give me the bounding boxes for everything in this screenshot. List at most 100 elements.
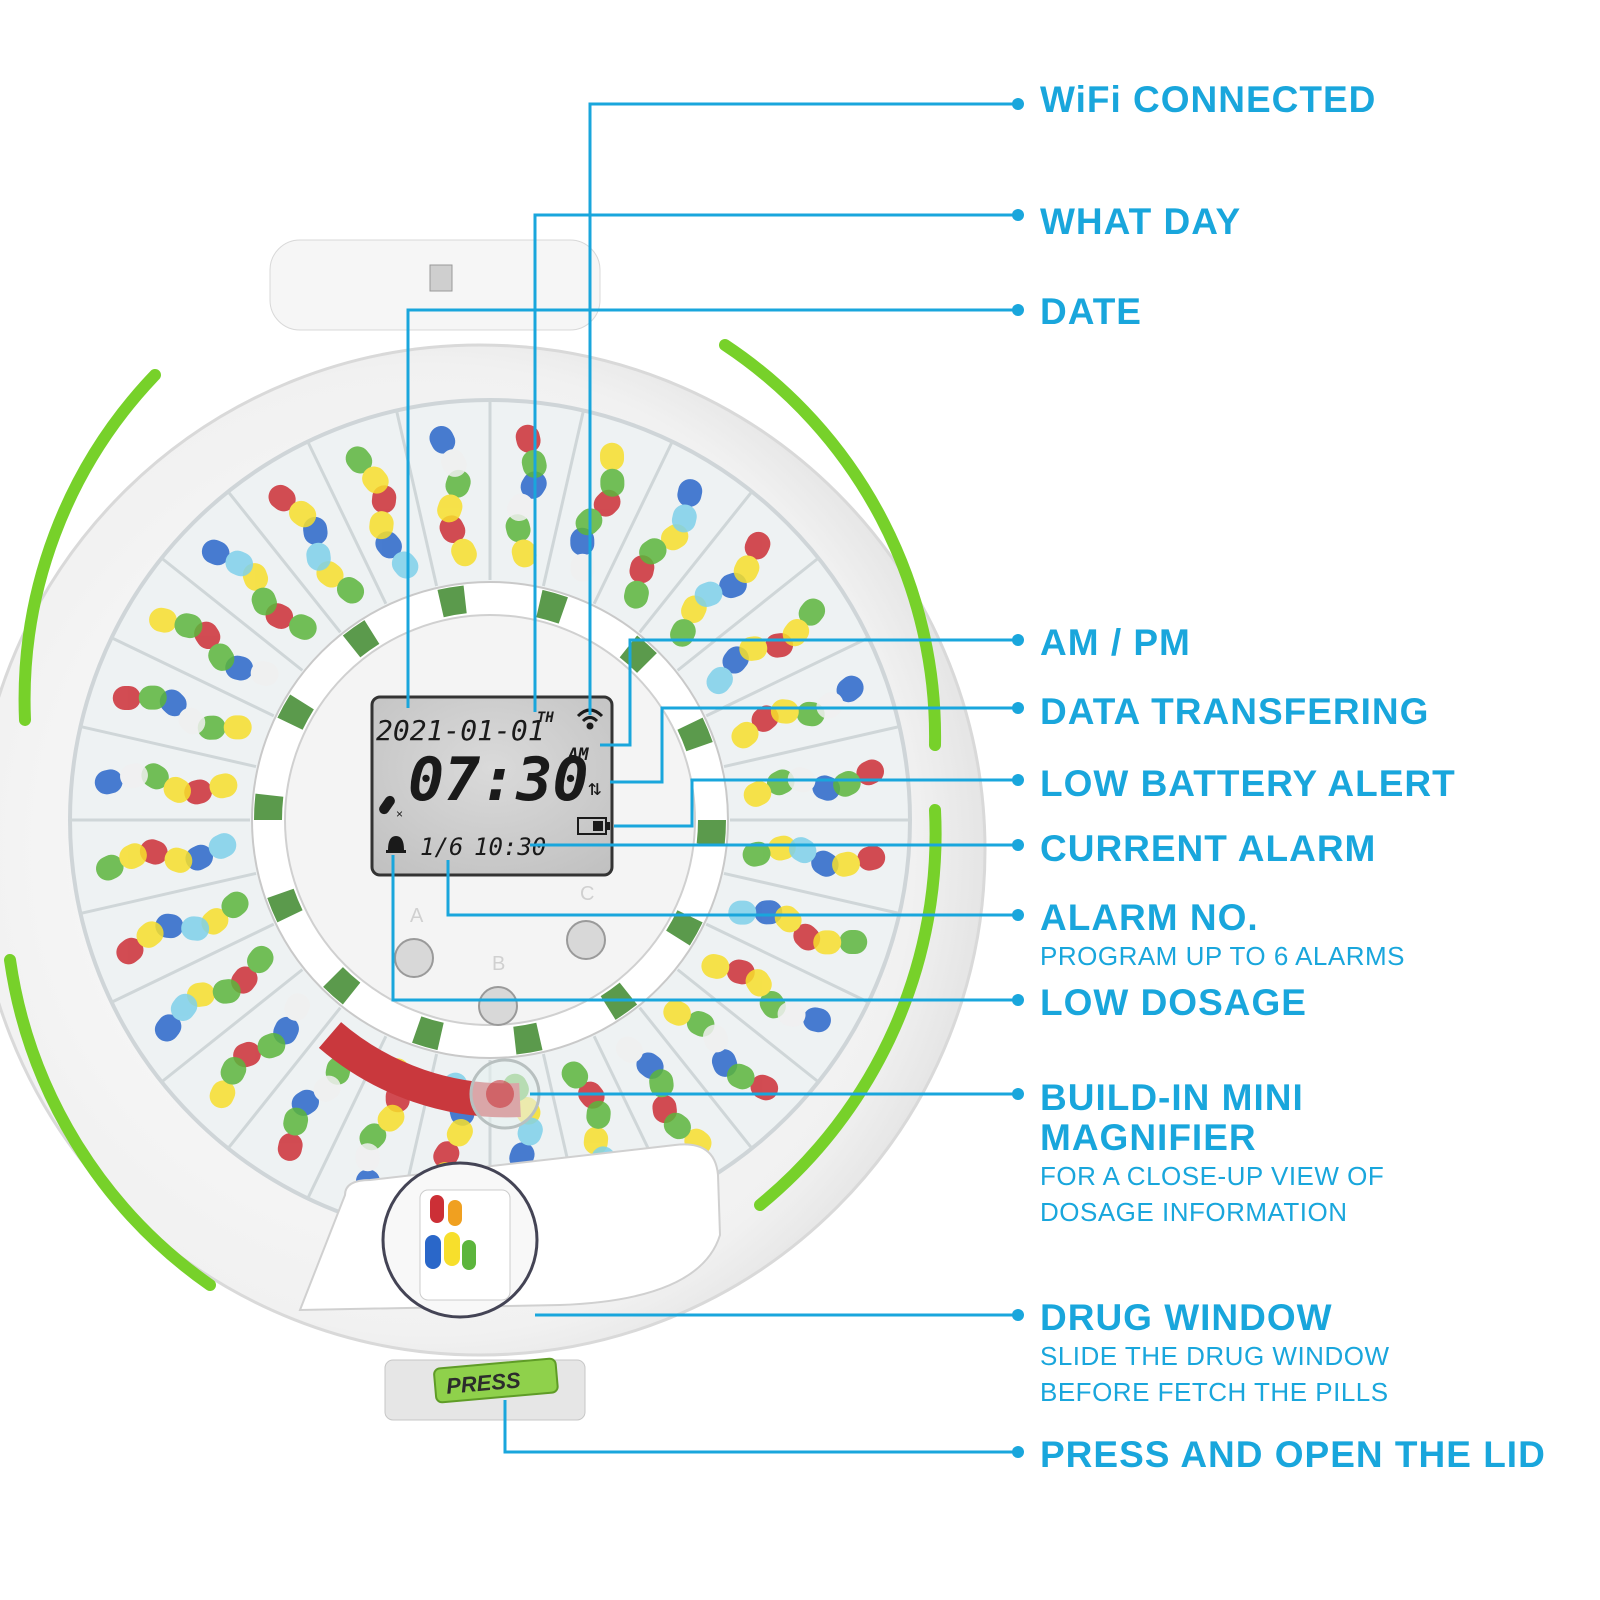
pill-half xyxy=(812,775,841,801)
callout-title: CURRENT ALARM xyxy=(1040,828,1377,869)
pill-half xyxy=(586,1100,611,1129)
pill xyxy=(277,1107,309,1161)
callout-wifi-connected: WiFi CONNECTED xyxy=(1040,80,1376,120)
pill xyxy=(184,773,238,805)
pill-half xyxy=(154,1014,182,1042)
pill xyxy=(448,1200,462,1226)
date-ring-segment xyxy=(277,694,314,730)
pill-half xyxy=(283,1107,309,1136)
button-c-label: C xyxy=(580,883,594,905)
pill xyxy=(430,1195,444,1223)
pill-half xyxy=(247,945,274,974)
compartment-divider xyxy=(80,871,257,915)
pill-half xyxy=(803,1007,831,1033)
pill-half xyxy=(284,993,310,1021)
data-transfer-icon: ⇅ xyxy=(588,776,601,801)
pill-half xyxy=(221,891,249,919)
pill-half xyxy=(639,538,667,565)
pill-half xyxy=(663,1112,691,1140)
leader-dot xyxy=(1012,209,1024,221)
leader-dot xyxy=(1012,1088,1024,1100)
date-ring-segment xyxy=(412,1016,444,1051)
pill-compartments xyxy=(70,400,910,1240)
hinge-clip xyxy=(429,264,453,292)
pill-half xyxy=(766,769,795,796)
date-ring-segment xyxy=(437,585,467,618)
leader-line xyxy=(600,638,1018,747)
pill-half xyxy=(839,930,868,955)
pill-half xyxy=(306,542,331,571)
pill-half xyxy=(731,721,759,749)
pill-half xyxy=(445,469,471,498)
pill-half xyxy=(112,685,141,710)
button-a[interactable] xyxy=(394,938,434,978)
date-ring-segment xyxy=(267,888,303,923)
pill xyxy=(742,835,796,867)
callout-data-transfering: DATA TRANSFERING xyxy=(1040,692,1429,732)
pill-half xyxy=(141,763,169,790)
pill-half xyxy=(663,1000,691,1026)
leader-dot xyxy=(1012,702,1024,714)
compartment-divider xyxy=(110,636,275,718)
pill-half xyxy=(345,446,373,474)
pill xyxy=(433,1119,473,1169)
pill-half xyxy=(615,1036,644,1063)
press-button[interactable] xyxy=(433,1357,559,1404)
button-b[interactable] xyxy=(478,986,518,1026)
callout-title: PRESS AND OPEN THE LID xyxy=(1040,1434,1546,1475)
callout-what-day: WHAT DAY xyxy=(1040,202,1241,242)
pill-half xyxy=(257,1033,286,1059)
callout-am-pm: AM / PM xyxy=(1040,623,1191,663)
leader-line xyxy=(610,706,1018,784)
pill xyxy=(139,839,193,873)
pill-half xyxy=(832,851,860,877)
leader-line xyxy=(614,778,1018,828)
pill-half xyxy=(136,921,164,948)
callout-leaders xyxy=(391,98,1024,1458)
pill-half xyxy=(209,1080,236,1109)
pill-half xyxy=(149,607,177,633)
pill xyxy=(505,514,537,568)
callout-title: WHAT DAY xyxy=(1040,201,1242,242)
compartment-divider xyxy=(110,922,275,1004)
pill xyxy=(429,425,467,477)
pill-half xyxy=(733,555,760,584)
pill-half xyxy=(739,636,768,661)
drug-window[interactable] xyxy=(381,1161,539,1319)
button-c[interactable] xyxy=(566,920,606,960)
pill xyxy=(671,479,703,533)
callout-title: DRUG WINDOW xyxy=(1040,1297,1333,1338)
pill-half xyxy=(391,551,419,579)
pill xyxy=(832,845,886,877)
callout-subtitle: FOR A CLOSE-UP VIEW OF DOSAGE INFORMATIO… xyxy=(1040,1161,1385,1227)
pill-half xyxy=(811,850,839,877)
pill-half xyxy=(181,916,210,941)
compartment-divider xyxy=(80,725,257,769)
callout-title: LOW DOSAGE xyxy=(1040,982,1307,1023)
pill-half xyxy=(561,1061,589,1089)
pill-half xyxy=(336,577,365,604)
pill-half xyxy=(223,715,252,740)
callout-title: DATE xyxy=(1040,291,1142,332)
pill-half xyxy=(511,539,537,568)
pill-half xyxy=(164,847,193,873)
leader-dot xyxy=(1012,1446,1024,1458)
magnifier-dot xyxy=(486,1080,514,1108)
green-strip-right-bottom xyxy=(754,804,942,1211)
pill-half xyxy=(119,843,147,869)
lcd-time: 07:30 xyxy=(408,745,589,815)
pill xyxy=(444,1232,460,1266)
pill xyxy=(268,484,317,528)
callout-low-battery-alert: LOW BATTERY ALERT xyxy=(1040,764,1456,804)
leader-line xyxy=(446,860,1018,917)
pill-half xyxy=(94,769,123,795)
pill xyxy=(94,763,148,795)
pill-half xyxy=(777,1001,806,1027)
pill-half xyxy=(703,1024,729,1053)
date-ring-segment xyxy=(513,1022,543,1055)
date-ring-segment xyxy=(323,967,361,1005)
pill xyxy=(201,539,254,577)
leader-dot xyxy=(1012,839,1024,851)
callout-title: WiFi CONNECTED xyxy=(1040,79,1377,120)
